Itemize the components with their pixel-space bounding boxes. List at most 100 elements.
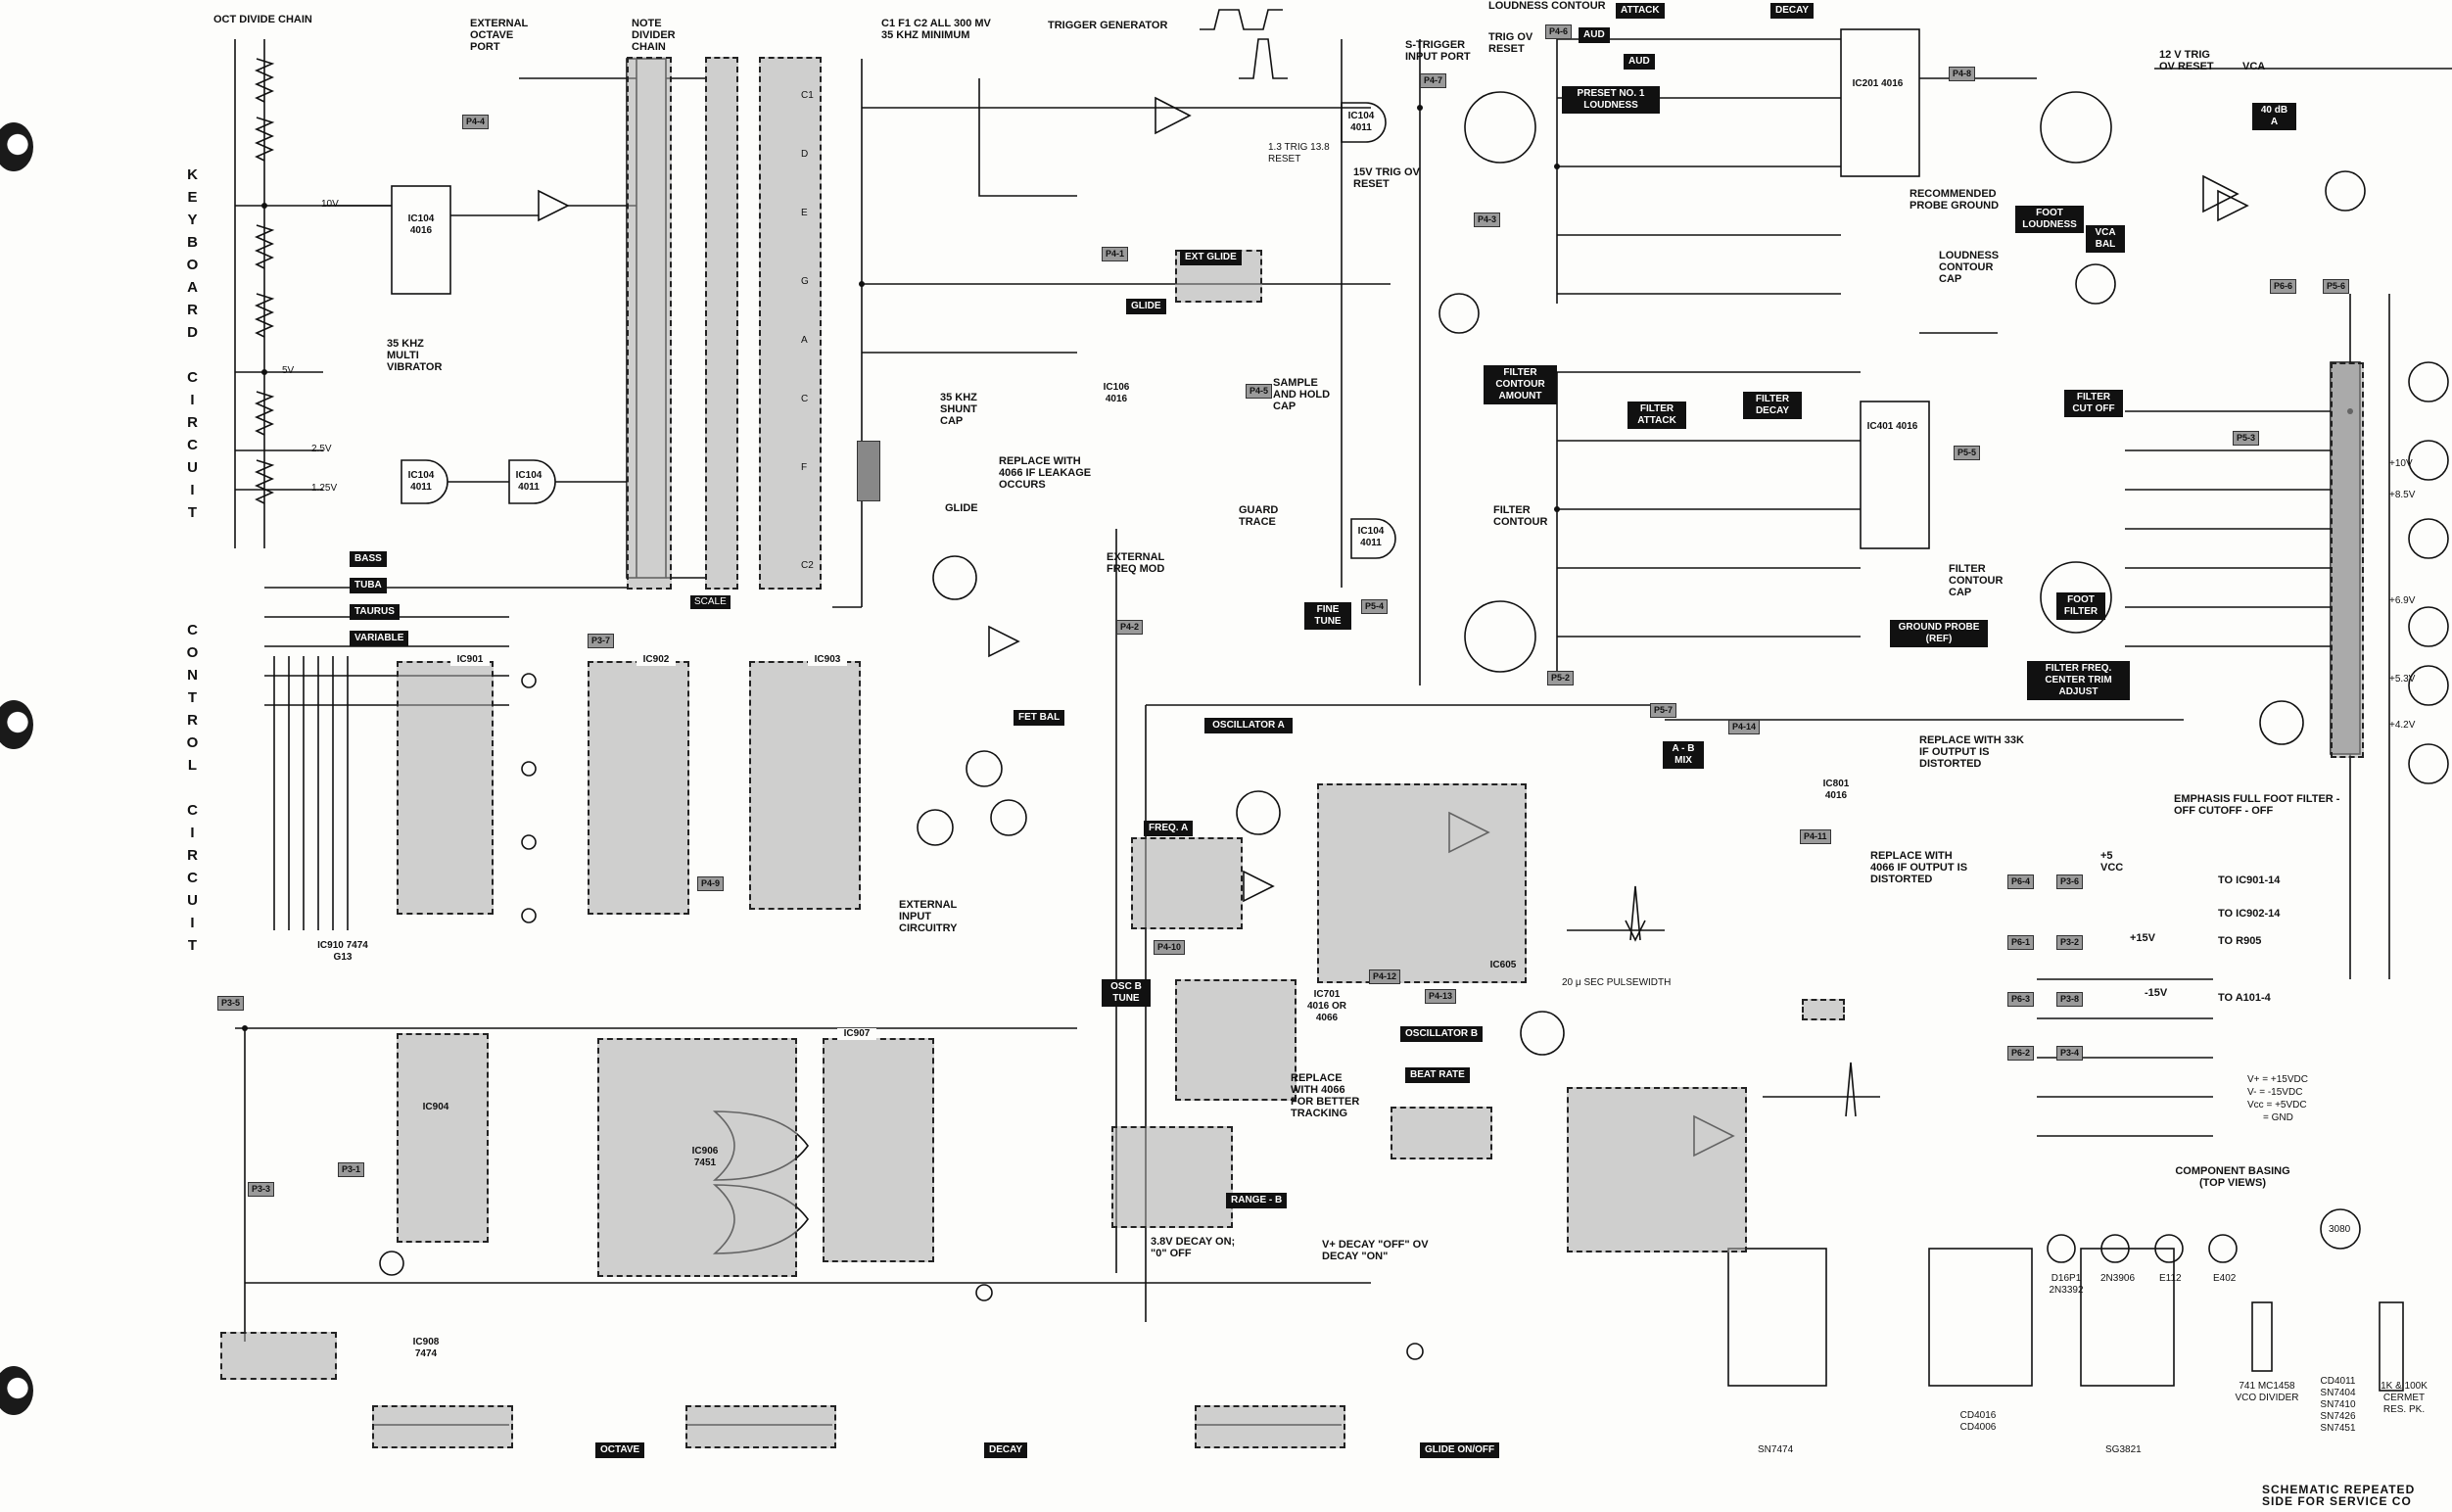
ic106-chip: IC106 4016 bbox=[1103, 382, 1130, 404]
pin-p4-6: P4-6 bbox=[1545, 24, 1573, 39]
guard-trace-label: GUARD TRACE bbox=[1239, 504, 1279, 528]
ic605-block bbox=[1317, 783, 1527, 983]
pin-p4-1: P4-1 bbox=[1102, 247, 1129, 261]
supply-gnd: = GND bbox=[2263, 1112, 2293, 1123]
supply-v-minus: V- = -15VDC bbox=[2247, 1087, 2303, 1098]
tag-taurus: TAURUS bbox=[350, 604, 400, 620]
ic907-chip: IC907 bbox=[837, 1028, 876, 1040]
replace-4066-label: REPLACE WITH 4066 IF LEAKAGE OCCURS bbox=[999, 455, 1092, 491]
tag-decay: DECAY bbox=[984, 1442, 1028, 1458]
ic904-chip: IC904 bbox=[422, 1102, 449, 1112]
pkg-sg3821: SG3821 bbox=[2105, 1444, 2142, 1455]
basing-2n3906: 2N3906 bbox=[2100, 1273, 2136, 1284]
pin-p4-7: P4-7 bbox=[1420, 73, 1447, 88]
range-b-block bbox=[1111, 1126, 1233, 1228]
glide-label: GLIDE bbox=[945, 502, 978, 514]
pkg-sn7474: SN7474 bbox=[1758, 1444, 1794, 1455]
pin-p4-5: P4-5 bbox=[1246, 384, 1273, 399]
c1f1c2-label: C1 F1 C2 ALL 300 MV 35 KHZ MINIMUM bbox=[881, 18, 991, 41]
scale-label: SCALE bbox=[690, 595, 731, 609]
component-basing-label: COMPONENT BASING (TOP VIEWS) bbox=[2175, 1165, 2290, 1189]
tag-freq-a: FREQ. A bbox=[1144, 821, 1194, 836]
pin-p4-2: P4-2 bbox=[1116, 620, 1144, 635]
tag-tuba: TUBA bbox=[350, 578, 387, 593]
voltage-8-5v: +8.5V bbox=[2389, 490, 2416, 500]
power-to-1: TO IC901-14 bbox=[2218, 874, 2281, 886]
replace-33k-label: REPLACE WITH 33K IF OUTPUT IS DISTORTED bbox=[1919, 734, 2024, 770]
note-divider-chain-block bbox=[627, 57, 672, 590]
tag-osc-a: OSCILLATOR A bbox=[1204, 718, 1293, 733]
tag-filter-decay: FILTER DECAY bbox=[1743, 392, 1802, 419]
tag-glide-onoff: GLIDE ON/OFF bbox=[1420, 1442, 1500, 1458]
oct-divide-chain-label: OCT DIVIDE CHAIN bbox=[213, 14, 312, 25]
note-f: F bbox=[801, 462, 808, 473]
decay-note-label: 3.8V DECAY ON; "0" OFF bbox=[1151, 1236, 1236, 1259]
shunt-cap-label: 35 KHZ SHUNT CAP bbox=[940, 392, 977, 427]
loudness-contour-label: LOUDNESS CONTOUR bbox=[1488, 0, 1606, 12]
control-circuit-title: CONTROL CIRCUIT bbox=[184, 622, 201, 960]
tag-filter-freq: FILTER FREQ. CENTER TRIM ADJUST bbox=[2027, 661, 2130, 700]
note-g: G bbox=[801, 276, 809, 287]
basing-e112: E112 bbox=[2159, 1273, 2182, 1284]
tag-glide: GLIDE bbox=[1126, 299, 1166, 314]
voltage-2-5v: 2.5V bbox=[311, 444, 332, 454]
ic903-block bbox=[749, 661, 861, 910]
pulsewidth-a-label: 20 μ SEC PULSEWIDTH bbox=[1562, 977, 1672, 988]
ic901-block bbox=[397, 661, 494, 915]
pin-p3-4: P3-4 bbox=[2056, 1046, 2084, 1061]
bottom-inverter-1 bbox=[372, 1405, 513, 1448]
ic906-block bbox=[597, 1038, 797, 1277]
basing-e402: E402 bbox=[2213, 1273, 2237, 1284]
voltage-4-2v: +4.2V bbox=[2389, 720, 2416, 731]
tag-filter-cutoff: FILTER CUT OFF bbox=[2064, 390, 2123, 417]
pin-p3-8: P3-8 bbox=[2056, 992, 2084, 1007]
keyboard-circuit-title: KEYBOARD CIRCUIT bbox=[184, 166, 201, 527]
ov-reset-15v-label: 15V TRIG OV RESET bbox=[1353, 166, 1420, 190]
emphasis-full-label: EMPHASIS FULL FOOT FILTER - OFF CUTOFF -… bbox=[2174, 793, 2340, 817]
binder-hole-middle bbox=[0, 700, 33, 749]
j1-plug bbox=[857, 441, 880, 501]
binder-hole-bottom bbox=[0, 1366, 33, 1415]
pin-p5-2: P5-2 bbox=[1547, 671, 1575, 685]
tag-fine-tune: FINE TUNE bbox=[1304, 602, 1351, 630]
pin-p4-13: P4-13 bbox=[1425, 989, 1457, 1004]
tag-decay-top: DECAY bbox=[1770, 3, 1815, 19]
trigger-generator-label: TRIGGER GENERATOR bbox=[1048, 20, 1168, 31]
pin-p5-7: P5-7 bbox=[1650, 703, 1677, 718]
tag-range-b: RANGE - B bbox=[1226, 1193, 1288, 1208]
power-to-2: TO IC902-14 bbox=[2218, 908, 2281, 920]
tag-aud-2: AUD bbox=[1624, 54, 1655, 70]
vca-label: VCA bbox=[2242, 61, 2266, 72]
tag-variable: VARIABLE bbox=[350, 631, 409, 646]
ic104-g3-chip: IC104 4011 bbox=[1347, 111, 1375, 133]
right-res-pack bbox=[2331, 362, 2364, 758]
tag-beat-rate: BEAT RATE bbox=[1405, 1067, 1470, 1083]
replace-4066-distorted-label: REPLACE WITH 4066 IF OUTPUT IS DISTORTED bbox=[1870, 850, 1968, 885]
pin-p6-3: P6-3 bbox=[2007, 992, 2035, 1007]
freq-a-block bbox=[1131, 837, 1243, 929]
ic904-block bbox=[397, 1033, 489, 1243]
recommended-probe-label: RECOMMENDED PROBE GROUND bbox=[1910, 188, 2000, 212]
tag-aud-1: AUD bbox=[1579, 27, 1610, 43]
pin-p4-9: P4-9 bbox=[697, 876, 725, 891]
replace-tracking-label: REPLACE WITH 4066 FOR BETTER TRACKING bbox=[1291, 1072, 1360, 1119]
pin-p3-6: P3-6 bbox=[2056, 874, 2084, 889]
ic902-chip: IC902 bbox=[637, 654, 676, 666]
ic908-chip: IC908 7474 bbox=[412, 1337, 440, 1359]
loudness-contour-cap-label: LOUDNESS CONTOUR CAP bbox=[1939, 250, 2000, 285]
basing-d16p1: D16P1 2N3392 bbox=[2049, 1273, 2084, 1296]
ic903-chip: IC903 bbox=[808, 654, 847, 666]
pin-p4-10: P4-10 bbox=[1154, 940, 1186, 955]
note-d: D bbox=[801, 149, 809, 160]
voltage-5-3v: +5.3V bbox=[2389, 674, 2416, 685]
pkg-res-pack: 1K & 100K CERMET RES. PK. bbox=[2381, 1381, 2428, 1415]
ic104-g1-chip: IC104 4011 bbox=[407, 470, 435, 493]
power-net-4: -15V bbox=[2145, 987, 2168, 999]
pin-p3-1: P3-1 bbox=[338, 1162, 365, 1177]
voltage-10v-right: +10V bbox=[2389, 458, 2413, 469]
pin-p3-7: P3-7 bbox=[588, 634, 615, 648]
pin-p6-6: P6-6 bbox=[2270, 279, 2297, 294]
pkg-741: 741 MC1458 VCO DIVIDER bbox=[2235, 1381, 2299, 1403]
filter-contour-cap-label: FILTER CONTOUR CAP bbox=[1949, 563, 2004, 598]
pkg-cd4011: CD4011 SN7404 SN7410 SN7426 SN7451 bbox=[2320, 1376, 2356, 1434]
